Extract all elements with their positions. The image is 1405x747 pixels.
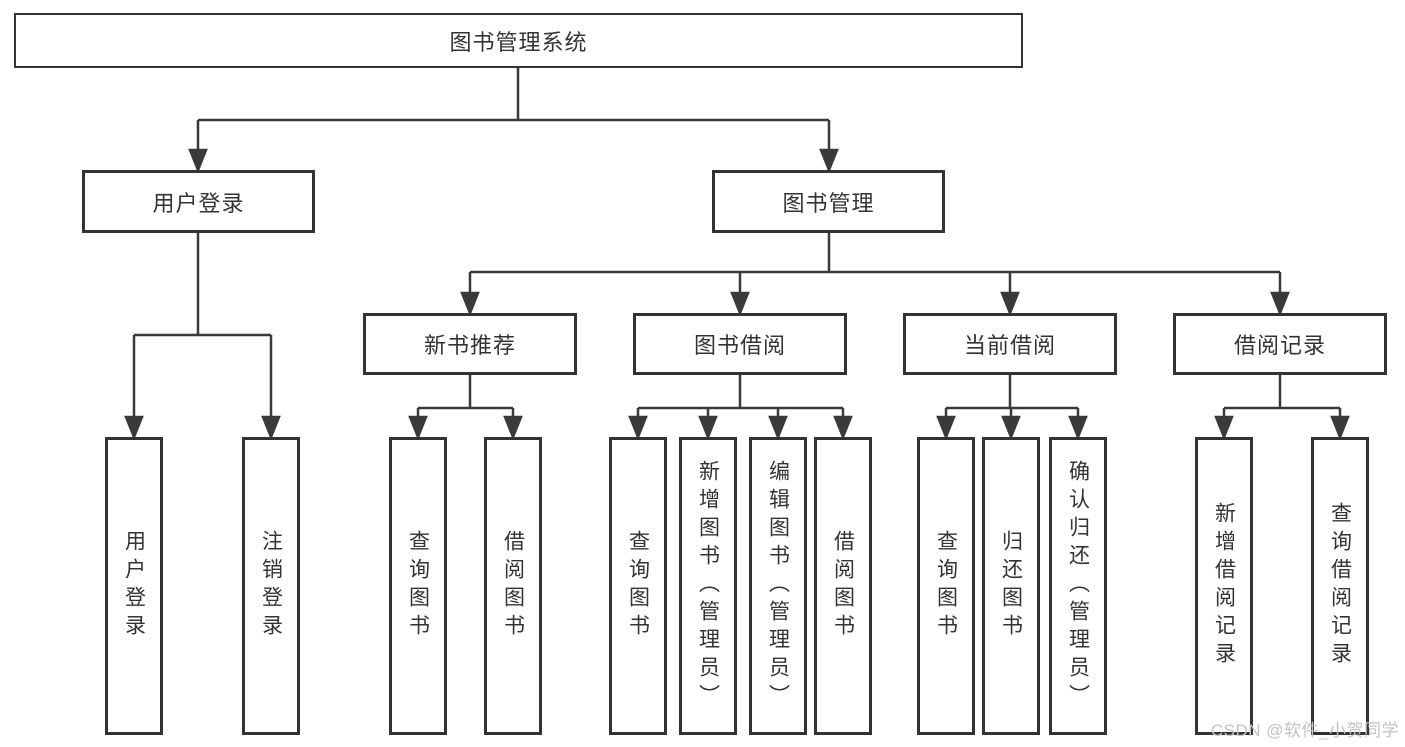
node-leaf-cb-query-books: 查询图书 [917,437,975,735]
node-leaf-logout: 注销登录 [242,437,300,735]
node-leaf-br-add-record: 新增借阅记录 [1195,437,1253,735]
node-leaf-br-query-record: 查询借阅记录 [1311,437,1369,735]
connector-book-borrow-children [628,375,853,441]
node-current-borrow: 当前借阅 [903,313,1117,375]
connector-new-book-rec-children [408,375,523,441]
connector-current-borrow-children [936,375,1088,441]
node-leaf-nbr-query-books: 查询图书 [389,437,447,735]
node-leaf-bb-borrow-books: 借阅图书 [814,437,872,735]
node-user-login: 用户登录 [82,170,315,233]
connector-book-mgmt-children [460,233,1290,317]
node-leaf-bb-add-books-admin: 新增图书（管理员） [679,437,737,735]
connector-root-to-level2 [188,68,839,174]
node-book-borrow: 图书借阅 [633,313,847,375]
connector-user-login-children [124,233,281,441]
node-leaf-cb-return-books: 归还图书 [982,437,1040,735]
node-leaf-bb-query-books: 查询图书 [609,437,667,735]
node-new-book-rec: 新书推荐 [363,313,577,375]
node-leaf-bb-edit-books-admin: 编辑图书（管理员） [749,437,807,735]
watermark: CSDN @软件_小贺同学 [1210,721,1399,740]
node-borrow-records: 借阅记录 [1173,313,1387,375]
node-leaf-nbr-borrow-books: 借阅图书 [484,437,542,735]
node-root: 图书管理系统 [14,13,1023,68]
node-book-mgmt: 图书管理 [712,170,945,233]
node-leaf-cb-confirm-return-admin: 确认归还（管理员） [1049,437,1107,735]
connector-borrow-records-children [1214,375,1350,441]
node-leaf-user-login: 用户登录 [105,437,163,735]
